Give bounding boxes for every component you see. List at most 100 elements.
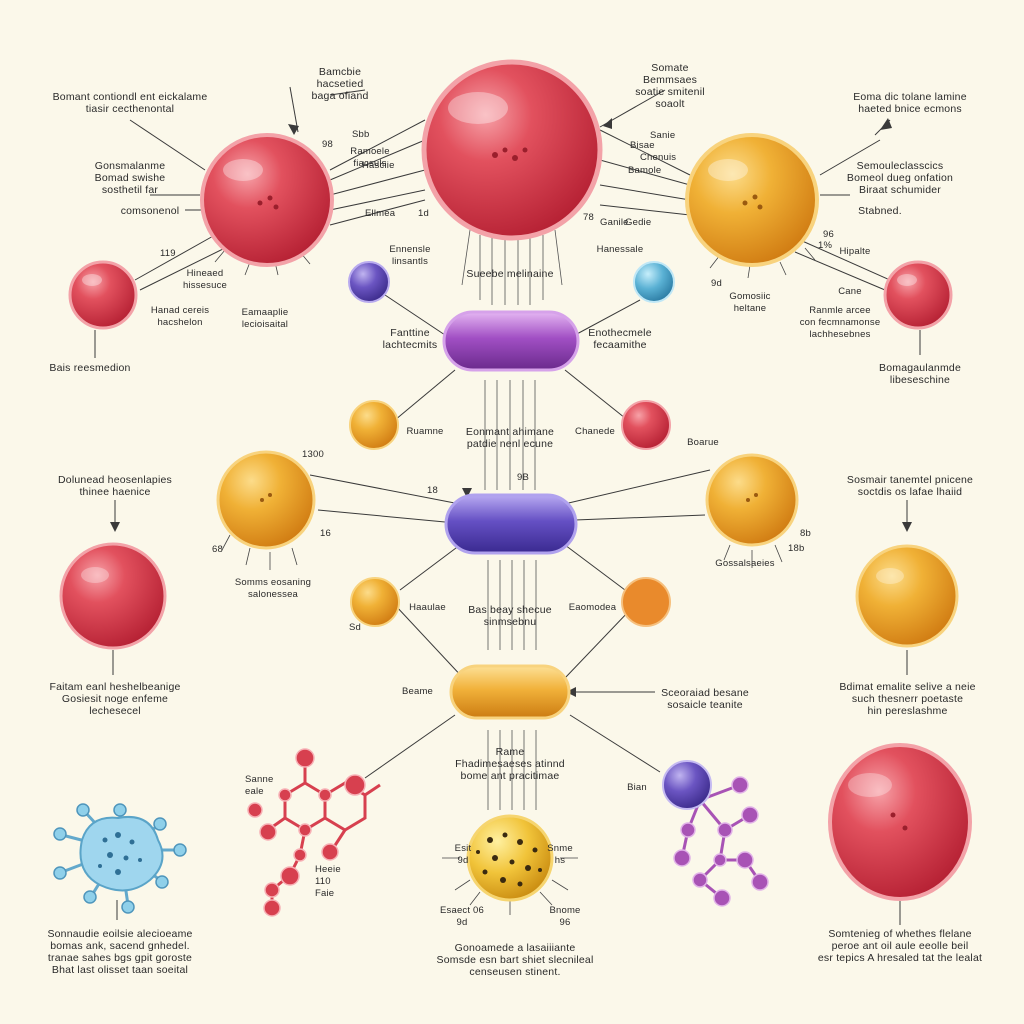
num-label: 78 — [583, 212, 594, 223]
label-top-right-a: Eoma dic tolane lamine haeted bnice ecmo… — [853, 91, 967, 115]
label-row3-cell-b: Gossalsaeies — [715, 558, 775, 569]
label-center-b: Eonmant ahimane patdie nenl ecune — [465, 426, 555, 450]
spotted-yellow-cell-icon — [466, 814, 554, 902]
num-label: Bamole — [628, 165, 662, 176]
small-red-cell-icon — [68, 260, 138, 330]
num-label: Sanie — [650, 130, 676, 141]
num-label: 9d — [711, 278, 722, 289]
orange-capsule-icon — [449, 664, 571, 720]
num-label: 18b — [788, 543, 805, 554]
orange-cell-icon — [855, 544, 959, 648]
num-label: 9B — [517, 472, 530, 483]
label-center-c: Bas beay shecue sinmsebnu — [468, 604, 552, 628]
num-label: Gedie — [625, 217, 652, 228]
hatch-lines — [461, 229, 563, 810]
label-right-d: Hipalte — [839, 246, 871, 257]
label-row2-right-b: Boarue — [687, 437, 719, 448]
small-orange-cell-icon — [349, 400, 399, 450]
label-spotted-b: Snme hs — [547, 843, 573, 866]
label-bottom-center: Gonoamede a lasaiiiante Somsde esn bart … — [436, 942, 594, 978]
violet-capsule-icon — [444, 493, 578, 555]
label-right-a: Hanessale — [596, 244, 644, 255]
label-top-right-c: Stabned. — [858, 205, 902, 217]
label-row4-right: Eaomodea — [568, 602, 617, 613]
label-left-d: Hanad cereis hacshelon — [150, 305, 210, 328]
label-row4-center: Beame — [401, 686, 434, 697]
label-center-a: Sueebe melinaine — [466, 268, 554, 280]
label-left-a: Ramoele fiacsuls — [350, 146, 390, 169]
num-label: Sd — [349, 622, 362, 633]
num-label: 96 — [823, 229, 834, 240]
label-top-center-left: Bamcbie hacsetied baga ofiand — [311, 66, 369, 102]
label-spotted-d: Bnome 96 — [549, 905, 581, 928]
label-right-e: Cane — [838, 286, 862, 297]
num-label: 1d — [418, 208, 429, 219]
virus-icon — [53, 803, 187, 914]
large-red-cell-icon — [828, 743, 972, 901]
label-top-left-c: comsonenol — [120, 205, 180, 217]
label-top-left-a: Bomant contiondl ent eickalame tiasir ce… — [52, 91, 208, 115]
blue-cell-icon — [633, 261, 675, 303]
label-center-d: Rame Fhadimesaeses atinnd bome ant praci… — [455, 746, 565, 782]
label-right-small-cell: Bomagaulanmde libeseschine — [879, 362, 961, 386]
label-left-b: Ennensle linsantls — [389, 244, 431, 267]
label-row3-cell-a: Somms eosaning salonessea — [234, 577, 312, 600]
num-label: Ganile — [600, 217, 629, 228]
label-capsule-left: Fanttine lachtecmits — [382, 327, 438, 351]
small-red-cell-icon — [883, 260, 953, 330]
red-cell-icon — [59, 542, 167, 650]
label-spotted-c: Esaect 06 9d — [439, 905, 485, 928]
num-label: 8b — [800, 528, 811, 539]
orange-cell-icon — [216, 450, 316, 550]
num-label: 16 — [320, 528, 331, 539]
label-row4-far-right: Bdimat emalite selive a neie such thesne… — [839, 681, 976, 717]
num-label: Sbb — [352, 129, 370, 140]
num-label: Hasciie — [362, 160, 395, 171]
label-left-c: Eamaaplie lecioisaital — [241, 307, 289, 330]
label-molecule-b: Heeie 110 Faie — [315, 864, 341, 899]
small-orange-cell-icon — [350, 577, 400, 627]
num-label: 1% — [818, 240, 833, 251]
red-molecule-chain-icon — [247, 748, 381, 917]
large-red-cell-icon — [421, 59, 603, 241]
label-row3-left: Dolunead heosenlapies thinee haenice — [58, 474, 172, 498]
num-label: Chenuis — [640, 152, 677, 163]
label-left-e: Hineaed hissesuce — [182, 268, 228, 291]
label-molecule-a: Sanne eale — [245, 774, 274, 797]
arrowheads — [110, 118, 912, 697]
label-capsule-right: Enothecmele fecaamithe — [588, 327, 652, 351]
num-label: Bisae — [630, 140, 655, 151]
purple-molecule-chain-icon — [662, 760, 769, 907]
label-row2-right-a: Chanede — [575, 426, 615, 437]
num-label: Ellmea — [365, 208, 396, 219]
purple-capsule-icon — [442, 310, 580, 372]
small-orange-cell-icon — [621, 577, 671, 627]
label-purple-molecule: Bian — [627, 782, 647, 793]
label-bottom-right: Somtenieg of whethes flelane peroe ant o… — [817, 928, 983, 964]
label-top-center-right: Somate Bemmsaes soatie smitenil soaolt — [635, 62, 705, 110]
label-row4-right-b: Sceoraiad besane sosaicle teanite — [661, 687, 749, 711]
orange-cell-icon — [685, 133, 819, 267]
violet-cell-icon — [348, 261, 390, 303]
connector-lines — [94, 86, 921, 925]
label-row4-left: Haaulae — [409, 602, 446, 613]
label-left-small-cell: Bais reesmedion — [49, 362, 131, 374]
label-right-b: Gomosiic heltane — [729, 291, 771, 314]
num-label: 1300 — [302, 449, 324, 460]
red-cell-icon — [200, 133, 334, 267]
label-top-left-b: Gonsmalanme Bomad swishe sosthetil far — [94, 160, 166, 196]
label-row4-far-left: Faitam eanl heshelbeanige Gosiesit noge … — [49, 681, 181, 717]
label-top-right-b: Semouleclasscics Bomeol dueg onfation Bi… — [846, 160, 954, 196]
small-red-cell-icon — [621, 400, 671, 450]
label-row2-left: Ruamne — [406, 426, 444, 437]
orange-cell-icon — [705, 453, 799, 547]
num-label: 119 — [160, 248, 176, 259]
num-label: 68 — [212, 544, 223, 555]
label-row3-right: Sosmair tanemtel pnicene soctdis os lafa… — [846, 474, 974, 498]
label-right-c: Ranmle arcee con fecmnamonse lachhesebne… — [799, 305, 881, 340]
label-bottom-left: Sonnaudie eoilsie alecioeame bomas ank, … — [47, 928, 193, 976]
label-spotted-a: Esit 9d — [454, 843, 472, 866]
num-label: 98 — [322, 139, 333, 150]
